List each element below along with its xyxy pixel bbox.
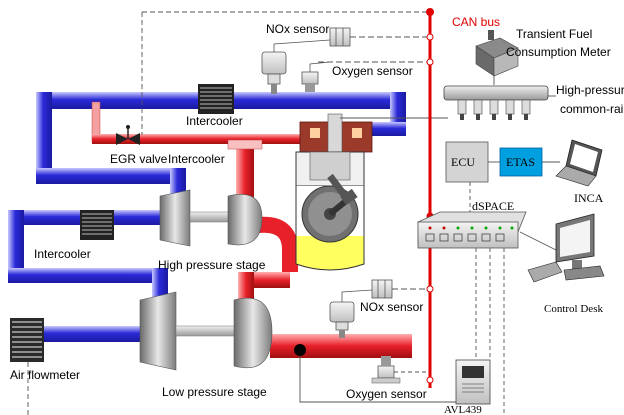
intercooler-left-label: Intercooler xyxy=(34,247,91,261)
common-rail-icon xyxy=(443,85,549,120)
dspace-label: dSPACE xyxy=(472,199,514,213)
diagram-labels: CAN bus Transient Fuel Consumption Meter… xyxy=(10,15,624,415)
inca-laptop-icon xyxy=(555,139,603,187)
nox-sensor-bottom-label: NOx sensor xyxy=(360,300,423,314)
dspace-box xyxy=(417,211,527,249)
intercooler-left-icon xyxy=(80,210,114,240)
nox-sensor-bottom-icon xyxy=(329,279,393,338)
avl439-icon xyxy=(455,359,491,405)
air-flowmeter-label: Air flowmeter xyxy=(10,368,80,382)
engine-icon xyxy=(295,113,373,271)
oxygen-sensor-top-label: Oxygen sensor xyxy=(332,64,413,78)
high-pressure-turbocharger xyxy=(159,189,263,247)
intercooler-egr-label: Intercooler xyxy=(168,152,225,166)
high-pressure-label-line2: common-rail xyxy=(560,102,624,116)
transient-fuel-meter-icon xyxy=(475,30,519,77)
oxygen-sensor-bottom-label: Oxygen sensor xyxy=(346,387,427,401)
nox-sensor-top-icon xyxy=(261,27,351,94)
inca-label: INCA xyxy=(574,191,604,205)
control-desk-label: Control Desk xyxy=(544,303,603,315)
control-desk-computer-icon xyxy=(527,213,605,283)
transient-fuel-label-line2: Consumption Meter xyxy=(506,45,611,59)
oxygen-sensor-top-icon xyxy=(301,61,331,92)
can-bus-line xyxy=(426,8,434,388)
signal-lines xyxy=(27,11,560,415)
low-pressure-turbocharger xyxy=(139,291,273,371)
high-pressure-label-line1: High-pressure xyxy=(556,83,624,97)
transient-fuel-label-line1: Transient Fuel xyxy=(516,27,592,41)
etas-box xyxy=(499,147,543,177)
intercooler-top-icon xyxy=(198,84,234,114)
low-pressure-stage-label: Low pressure stage xyxy=(162,385,267,399)
oxygen-sensor-bottom-icon xyxy=(371,356,401,384)
intercooler-top-label: Intercooler xyxy=(186,114,243,128)
air-flowmeter-icon xyxy=(10,318,44,362)
measurement-point-dot xyxy=(294,344,306,356)
egr-valve-icon xyxy=(116,125,140,145)
egr-valve-label: EGR valve xyxy=(110,152,168,166)
nox-sensor-top-label: NOx sensor xyxy=(266,22,329,36)
high-pressure-stage-label: High pressure stage xyxy=(158,258,266,272)
can-bus-label: CAN bus xyxy=(452,15,500,29)
ecu-box xyxy=(445,141,489,183)
avl439-label: AVL439 xyxy=(444,404,482,415)
exhaust-pipes xyxy=(91,101,412,358)
etas-label: ETAS xyxy=(506,155,535,169)
ecu-label: ECU xyxy=(451,155,475,169)
